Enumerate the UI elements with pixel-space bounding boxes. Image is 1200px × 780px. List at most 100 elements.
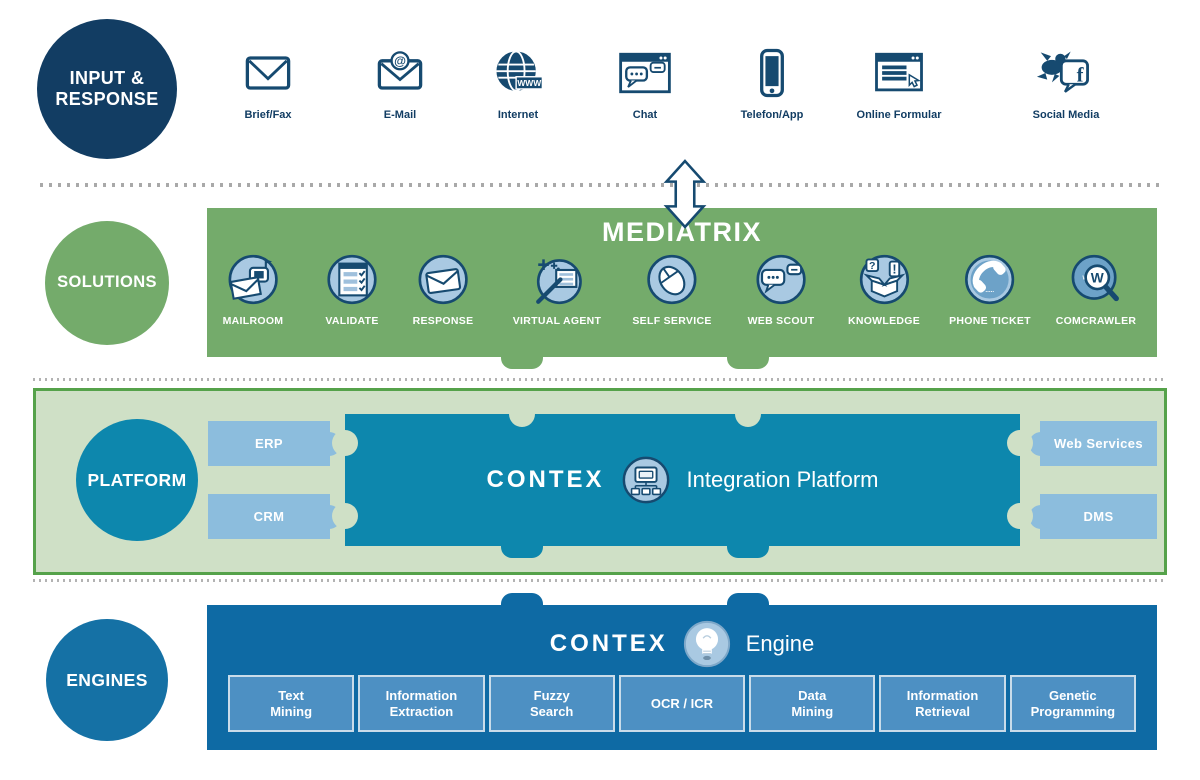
- channel-chat: Chat: [575, 46, 715, 121]
- solution-label: VIRTUAL AGENT: [512, 315, 602, 327]
- dotted-divider-top: [40, 183, 1160, 187]
- engine-box-ocr-icr: OCR / ICR: [618, 675, 746, 732]
- twitter-bird-glyph: [1036, 51, 1071, 83]
- channel-label: Online Formular: [856, 109, 942, 121]
- svg-text:!: !: [892, 263, 896, 277]
- puzzle-bump: [727, 593, 769, 606]
- solution-comcrawler: ww W COMCRAWLER: [1056, 252, 1137, 327]
- svg-text:.....: .....: [986, 287, 995, 294]
- tab-label: DMS: [1083, 509, 1114, 524]
- dotted-divider-middle-bottom: [33, 579, 1167, 582]
- envelope-circle-icon: [418, 254, 468, 305]
- email-at-envelope-icon: @: [377, 51, 423, 90]
- knowledge-box-icon: ? !: [859, 254, 909, 305]
- engine-box-fuzzy-search: Fuzzy Search: [488, 675, 615, 732]
- mediatrix-band: MEDIATRIX MAILROOM: [207, 208, 1157, 369]
- globe-www-icon: WWW: [496, 50, 544, 92]
- solution-response: RESPONSE: [413, 252, 474, 327]
- channel-internet: WWW Internet: [448, 46, 588, 121]
- svg-text:W: W: [1091, 271, 1104, 286]
- solution-self-service: SELF SERVICE: [632, 252, 711, 327]
- puzzle-bump: [1029, 504, 1053, 529]
- tab-crm: CRM: [208, 494, 341, 539]
- mailbox-envelope-icon: [228, 254, 278, 305]
- solution-label: SELF SERVICE: [632, 315, 712, 327]
- channel-label: Telefon/App: [740, 109, 804, 121]
- engine-box-data-mining: Data Mining: [749, 675, 876, 732]
- solution-phone-ticket: ..... PHONE TICKET: [949, 252, 1031, 327]
- puzzle-notch: [735, 401, 761, 427]
- channel-telefon-app: Telefon/App: [702, 46, 842, 121]
- channel-online-formular: Online Formular: [829, 46, 969, 121]
- solution-virtual-agent: VIRTUAL AGENT: [513, 252, 601, 327]
- puzzle-notch: [1007, 503, 1033, 529]
- tab-label: ERP: [255, 436, 283, 451]
- solution-mailroom: MAILROOM: [223, 252, 284, 327]
- puzzle-bump: [501, 593, 543, 606]
- puzzle-bump: [1029, 431, 1053, 456]
- tab-dms: DMS: [1029, 494, 1157, 539]
- lightbulb-icon: [683, 620, 730, 668]
- tab-erp: ERP: [208, 421, 341, 466]
- computer-mouse-icon: [647, 254, 697, 305]
- engines-circle: ENGINES: [46, 619, 168, 741]
- solution-label: RESPONSE: [412, 315, 474, 327]
- svg-text:WWW: WWW: [517, 78, 541, 88]
- twitter-facebook-icon: f: [1036, 51, 1089, 93]
- engine-box-genetic-programming: Genetic Programming: [1009, 675, 1136, 732]
- platform-circle: PLATFORM: [76, 419, 198, 541]
- engine-box-row: Text Mining Information Extraction Fuzzy…: [228, 675, 1136, 732]
- puzzle-notch: [332, 503, 358, 529]
- contex-engine-title: CONTEX Engine: [207, 619, 1157, 669]
- tab-label: Web Services: [1053, 436, 1144, 451]
- puzzle-bump: [501, 356, 543, 369]
- channel-label: Chat: [632, 109, 658, 121]
- channel-label: Social Media: [1032, 109, 1100, 121]
- solution-web-scout: WEB SCOUT: [748, 252, 815, 327]
- speech-bubbles-icon: [756, 254, 806, 305]
- input-response-circle: INPUT & RESPONSE: [37, 19, 177, 159]
- network-computer-icon: [622, 456, 669, 504]
- puzzle-notch: [1007, 430, 1033, 456]
- solution-label: MAILROOM: [222, 315, 284, 327]
- puzzle-bump: [727, 356, 769, 369]
- letter-envelope-icon: [245, 56, 291, 90]
- puzzle-bump: [727, 545, 769, 558]
- solution-validate: VALIDATE: [325, 252, 380, 327]
- solution-label: KNOWLEDGE: [847, 315, 921, 327]
- channel-social-media: f Social Media: [996, 46, 1136, 121]
- tab-web-services: Web Services: [1029, 421, 1157, 466]
- magic-wand-icon: [535, 259, 582, 305]
- engine-box-information-extraction: Information Extraction: [358, 675, 485, 732]
- contex-engine-band: CONTEX Engine Text Mining Information Ex…: [207, 593, 1157, 750]
- up-down-arrow-icon: [663, 159, 707, 229]
- solution-label: VALIDATE: [325, 315, 379, 327]
- checklist-icon: [327, 254, 377, 305]
- engine-box-information-retrieval: Information Retrieval: [879, 675, 1006, 732]
- contex-integration-platform: CONTEX Integration Platform: [332, 401, 1033, 558]
- online-form-cursor-icon: [875, 52, 923, 92]
- tab-label: CRM: [253, 509, 285, 524]
- contex-suffix: Integration Platform: [686, 467, 879, 492]
- phone-handset-icon: .....: [965, 254, 1015, 305]
- channel-email: @ E-Mail: [330, 46, 470, 121]
- channel-label: Brief/Fax: [244, 109, 292, 121]
- solution-label: WEB SCOUT: [747, 315, 815, 327]
- puzzle-notch: [509, 401, 535, 427]
- solution-knowledge: ? ! KNOWLEDGE: [848, 252, 920, 327]
- smartphone-icon: [760, 48, 784, 98]
- engine-box-text-mining: Text Mining: [228, 675, 355, 732]
- svg-text:@: @: [394, 54, 406, 68]
- svg-text:?: ?: [869, 260, 875, 272]
- chat-window-icon: [619, 52, 671, 94]
- contex-brand: CONTEX: [549, 630, 668, 657]
- solution-label: PHONE TICKET: [949, 315, 1031, 327]
- puzzle-notch: [332, 430, 358, 456]
- puzzle-bump: [501, 545, 543, 558]
- channel-label: Internet: [497, 109, 539, 121]
- solutions-circle: SOLUTIONS: [45, 221, 169, 345]
- facebook-f-glyph: f: [1077, 64, 1085, 86]
- channel-label: E-Mail: [383, 109, 417, 121]
- contex-brand: CONTEX: [486, 466, 605, 493]
